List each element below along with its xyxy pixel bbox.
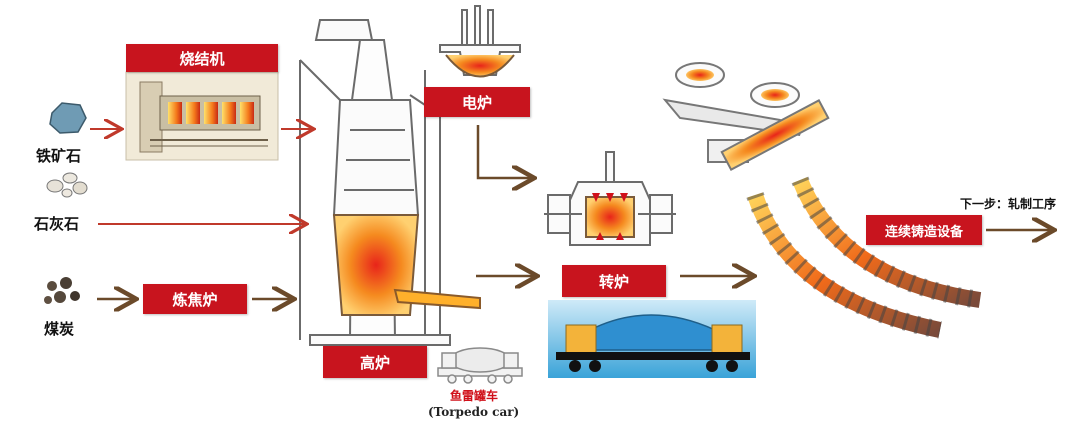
ladle-car-icon — [548, 300, 756, 378]
iron-ore-icon — [49, 102, 87, 134]
sinter-machine-icon — [125, 71, 279, 161]
coal-label: 煤炭 — [44, 320, 75, 338]
coal-icon — [44, 277, 80, 304]
continuous-caster-icon — [662, 62, 982, 339]
converter-icon — [544, 151, 676, 246]
limestone-icon — [46, 172, 88, 198]
arrow-electric-furnace-to-converter — [476, 125, 532, 178]
limestone-label: 石灰石 — [34, 215, 80, 233]
sinter-machine-label: 烧结机 — [126, 44, 278, 72]
iron-ore-label: 铁矿石 — [36, 147, 82, 165]
torpedo-car-label-cn: 鱼雷罐车 — [450, 389, 499, 403]
blast-furnace-label: 高炉 — [323, 346, 427, 378]
coke-oven-label: 炼焦炉 — [143, 284, 247, 314]
torpedo-car-icon — [437, 347, 523, 384]
blast-furnace-icon — [299, 19, 481, 346]
electric-furnace-label: 电炉 — [424, 87, 530, 117]
converter-label: 转炉 — [562, 265, 666, 297]
electric-furnace-icon — [439, 5, 521, 78]
next-step-label: 下一步：轧制工序 — [960, 197, 1057, 211]
continuous-casting-label: 连续铸造设备 — [866, 215, 982, 245]
torpedo-car-label-en: (Torpedo car) — [428, 405, 520, 419]
